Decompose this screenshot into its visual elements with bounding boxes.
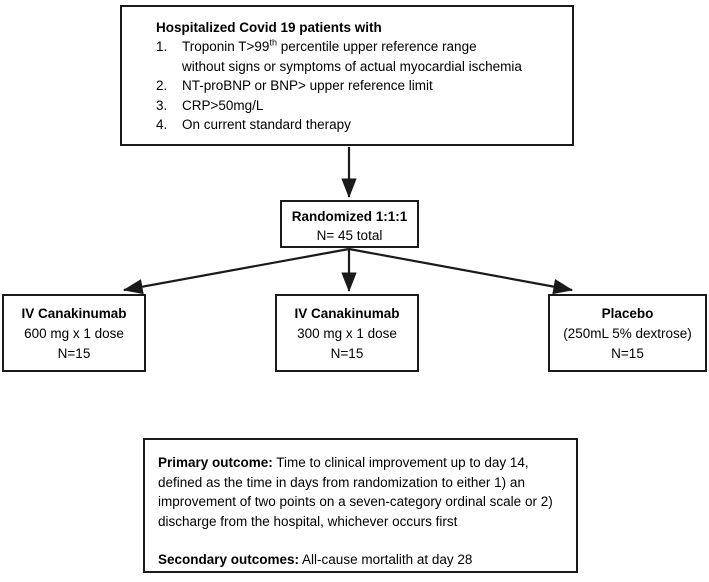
treatment-arm-box-canakinumab-300: IV Canakinumab 300 mg x 1 dose N=15 xyxy=(275,294,419,372)
arm-dose: 600 mg x 1 dose xyxy=(24,326,124,341)
eligibility-title: Hospitalized Covid 19 patients with xyxy=(156,20,382,35)
primary-outcome: Primary outcome: Time to clinical improv… xyxy=(158,453,568,531)
arm-sample-size: N=15 xyxy=(57,346,91,361)
arm-dose: (250mL 5% dextrose) xyxy=(563,326,692,341)
criterion-number: 2. xyxy=(156,78,168,93)
treatment-arm-box-placebo: Placebo (250mL 5% dextrose) N=15 xyxy=(548,294,707,372)
arm-title: IV Canakinumab xyxy=(294,306,400,321)
criterion-number: 1. xyxy=(156,39,168,54)
eligibility-criteria-box: Hospitalized Covid 19 patients with 1. Tr… xyxy=(120,5,574,146)
outcomes-box: Primary outcome: Time to clinical improv… xyxy=(143,438,578,573)
eligibility-criteria-list: 1. Troponin T>99th percentile upper refer… xyxy=(156,37,562,135)
criterion-superscript: th xyxy=(269,37,277,48)
criterion-text: CRP>50mg/L xyxy=(182,97,264,113)
arm-sample-size: N=15 xyxy=(611,346,644,361)
secondary-outcome-text: All-cause mortalith at day 28 xyxy=(299,552,473,567)
eligibility-criterion: 4. On current standard therapy xyxy=(156,115,562,135)
arrow-randomized-to-arm-0 xyxy=(122,247,350,295)
secondary-outcome-label: Secondary outcomes: xyxy=(158,552,300,567)
arm-title: Placebo xyxy=(601,306,654,321)
criterion-text: On current standard therapy xyxy=(182,117,351,132)
primary-outcome-label: Primary outcome: xyxy=(158,455,273,470)
criterion-number: 3. xyxy=(156,97,168,113)
randomization-box: Randomized 1:1:1 N= 45 total xyxy=(280,200,419,248)
criterion-text: NT-proBNP or BNP> upper reference limit xyxy=(182,78,433,93)
criterion-number: 4. xyxy=(156,117,168,132)
randomization-total: N= 45 total xyxy=(316,228,383,243)
eligibility-criterion: 2. NT-proBNP or BNP> upper reference limi… xyxy=(156,76,562,96)
treatment-arm-box-canakinumab-600: IV Canakinumab 600 mg x 1 dose N=15 xyxy=(2,294,146,372)
arm-dose: 300 mg x 1 dose xyxy=(297,326,397,341)
arm-title: IV Canakinumab xyxy=(21,306,127,321)
secondary-outcome: Secondary outcomes: All-cause mortalith … xyxy=(158,550,568,570)
eligibility-criterion: 3. CRP>50mg/L xyxy=(156,96,562,116)
arrow-randomized-to-arm-2 xyxy=(348,247,574,295)
primary-outcome-text: Time to clinical improvement up to day 1… xyxy=(158,455,553,529)
outcome-spacer xyxy=(158,531,568,550)
arm-sample-size: N=15 xyxy=(330,346,364,361)
criterion-continuation: without signs or symptoms of actual myoc… xyxy=(182,58,522,74)
randomization-title: Randomized 1:1:1 xyxy=(291,209,408,224)
eligibility-criterion: 1. Troponin T>99th percentile upper refer… xyxy=(156,37,562,76)
criterion-text-tail: percentile upper reference range xyxy=(276,39,477,54)
criterion-text: Troponin T>99 xyxy=(182,39,270,54)
